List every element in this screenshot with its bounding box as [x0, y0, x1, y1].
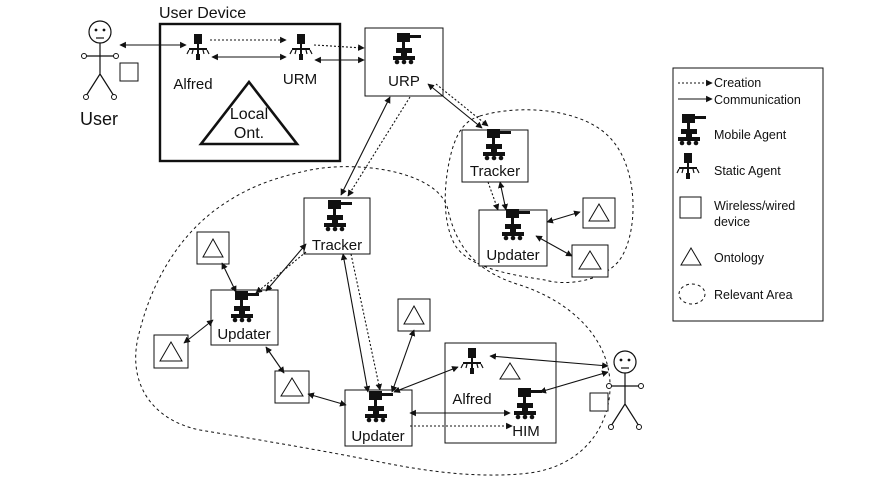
tracker-center-label: Tracker — [312, 237, 362, 254]
legend-device-label-line1: Wireless/wired — [714, 199, 795, 213]
legend-creation-label: Creation — [714, 76, 761, 90]
ontology-triangle-c3 — [280, 377, 304, 397]
creation-arrows — [210, 36, 513, 430]
updater-bottom-label: Updater — [351, 428, 404, 445]
ontology-triangle-right-1 — [588, 203, 610, 222]
legend-device-label-line2: device — [714, 215, 750, 229]
tracker-right-label: Tracker — [470, 163, 520, 180]
legend-relevant-area-icon — [678, 283, 706, 305]
urp-label: URP — [388, 73, 420, 90]
legend: Creation Communication Mobile Agent Stat… — [672, 67, 824, 322]
ontology-triangle-c2 — [159, 341, 183, 362]
legend-device-icon — [679, 196, 702, 219]
local-ontology-triangle — [198, 79, 300, 146]
communication-arrows — [119, 41, 609, 417]
local-ontology-label-line2: Ont. — [234, 125, 264, 142]
legend-ontology-icon — [680, 247, 702, 266]
updater-right-label: Updater — [486, 247, 539, 264]
ontology-triangle-right-2 — [578, 250, 602, 270]
user-label: User — [80, 109, 118, 129]
legend-box — [672, 67, 824, 322]
legend-static-agent-label: Static Agent — [714, 164, 781, 178]
urm-label: URM — [283, 71, 317, 88]
alfred-label: Alfred — [173, 76, 212, 93]
ontology-triangle-bottom-box — [499, 362, 521, 380]
local-ontology-label-line1: Local — [230, 106, 268, 123]
user-device-small-icon-bottom — [589, 392, 609, 412]
him-label: HIM — [512, 423, 540, 440]
legend-relevant-area-label: Relevant Area — [714, 288, 793, 302]
legend-ontology-label: Ontology — [714, 251, 765, 265]
alfred-bottom-label: Alfred — [452, 391, 491, 408]
user-device-label: User Device — [159, 5, 246, 22]
updater-left-label: Updater — [217, 326, 270, 343]
user-figure-icon — [80, 20, 120, 101]
user-device-small-icon — [119, 62, 139, 82]
ontology-triangle-c4 — [403, 304, 425, 325]
user-figure-bottom-icon — [605, 350, 645, 431]
ontology-triangle-c1 — [202, 237, 224, 258]
legend-communication-label: Communication — [714, 93, 801, 107]
legend-mobile-agent-label: Mobile Agent — [714, 128, 787, 142]
relevant-area-right — [444, 109, 634, 284]
